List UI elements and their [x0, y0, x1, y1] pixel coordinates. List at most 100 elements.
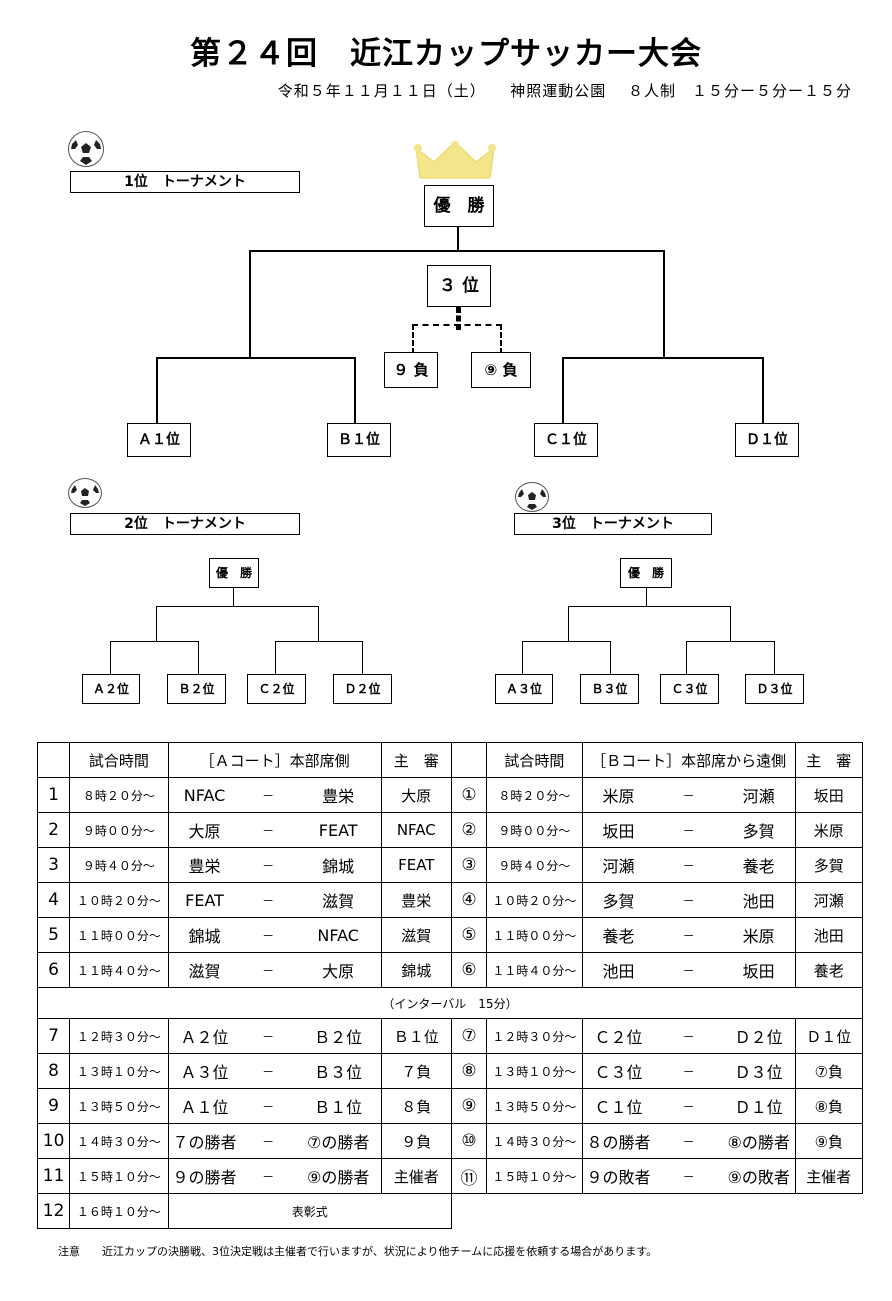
referee: FEAT — [380, 847, 452, 883]
match-time: ９時４０分～ — [486, 847, 583, 883]
versus-dash: － — [240, 1053, 296, 1089]
referee: 多賀 — [794, 847, 864, 883]
interval-label: （インターバル 15分） — [37, 987, 863, 1019]
page-title: 第２４回 近江カップサッカー大会 — [190, 36, 702, 72]
versus-dash: － — [654, 777, 723, 813]
versus-dash: － — [654, 1018, 723, 1054]
versus-dash: － — [240, 1158, 296, 1194]
event-info: 令和５年１１月１１日（土） 神照運動公園 ８人制 １５分ー５分ー１５分 — [277, 82, 852, 100]
match-time: ９時００分～ — [486, 812, 583, 848]
team-c3-box: Ｃ３位 — [660, 674, 719, 704]
referee: 養老 — [794, 952, 864, 988]
match-number: 3 — [36, 847, 71, 883]
team-d1-box: Ｄ１位 — [735, 423, 799, 457]
home-team: NFAC — [167, 777, 241, 813]
versus-dash: － — [240, 882, 296, 918]
away-team: Ｄ１位 — [722, 1088, 796, 1124]
b-time-header: 試合時間 — [486, 742, 583, 778]
match-time: ８時２０分～ — [486, 777, 583, 813]
a-time-header: 試合時間 — [69, 742, 169, 778]
referee: ⑦負 — [794, 1053, 864, 1089]
match-time: １３時１０分～ — [486, 1053, 583, 1089]
soccer-ball-icon — [68, 131, 104, 167]
team-d2-box: Ｄ２位 — [333, 674, 392, 704]
versus-dash: － — [654, 812, 723, 848]
versus-dash: － — [654, 1053, 723, 1089]
away-team: 多賀 — [722, 812, 796, 848]
team-a3-box: Ａ３位 — [495, 674, 553, 704]
referee: 坂田 — [794, 777, 864, 813]
home-team: 養老 — [581, 917, 655, 953]
match-number: 12 — [36, 1193, 71, 1229]
referee: 米原 — [794, 812, 864, 848]
home-team: ９の敗者 — [581, 1158, 655, 1194]
interval-row: （インターバル 15分） — [37, 987, 863, 1019]
referee: 錦城 — [380, 952, 452, 988]
versus-dash: － — [240, 1088, 296, 1124]
versus-dash: － — [240, 1018, 296, 1054]
versus-dash: － — [240, 1123, 296, 1159]
match-number: ③ — [450, 847, 488, 883]
match-time: ９時４０分～ — [69, 847, 169, 883]
winner-box: 優 勝 — [424, 185, 494, 227]
soccer-ball-icon — [515, 482, 549, 512]
away-team: Ｂ１位 — [295, 1088, 382, 1124]
match-time: １２時３０分～ — [69, 1018, 169, 1054]
referee: Ｄ１位 — [794, 1018, 864, 1054]
team-a1-box: Ａ１位 — [127, 423, 191, 457]
referee: 主催者 — [380, 1158, 452, 1194]
match-number: 1 — [36, 777, 71, 813]
team-a2-box: Ａ２位 — [82, 674, 140, 704]
match-number: ⑪ — [450, 1158, 488, 1194]
team-c1-box: Ｃ１位 — [534, 423, 598, 457]
away-team: FEAT — [295, 812, 382, 848]
match-time: １５時１０分～ — [69, 1158, 169, 1194]
schedule-table: 試合時間 ［Ａコート］本部席側 主 審 試合時間 ［Ｂコート］本部席から遠側 主… — [36, 742, 864, 1229]
team-b2-box: Ｂ２位 — [167, 674, 226, 704]
team-c2-box: Ｃ２位 — [247, 674, 306, 704]
tournament3-label: 3位 トーナメント — [514, 513, 712, 535]
versus-dash: － — [240, 952, 296, 988]
match-number: 11 — [36, 1158, 71, 1194]
winner-box: 優 勝 — [620, 558, 672, 588]
note-text: 注意 近江カップの決勝戦、3位決定戦は主催者で行いますが、状況により他チームに応… — [58, 1245, 658, 1258]
b-ref-header: 主 審 — [794, 742, 864, 778]
soccer-ball-icon — [68, 478, 102, 508]
match-time: １３時５０分～ — [69, 1088, 169, 1124]
home-team: Ａ３位 — [167, 1053, 241, 1089]
winner-box: 優 勝 — [209, 558, 259, 588]
home-team: Ａ１位 — [167, 1088, 241, 1124]
home-team: FEAT — [167, 882, 241, 918]
match-number: 2 — [36, 812, 71, 848]
home-team: ９の勝者 — [167, 1158, 241, 1194]
referee: 主催者 — [794, 1158, 864, 1194]
referee: ７負 — [380, 1053, 452, 1089]
match-time: １５時１０分～ — [486, 1158, 583, 1194]
match-number: 6 — [36, 952, 71, 988]
away-team: Ｂ３位 — [295, 1053, 382, 1089]
home-team: 河瀬 — [581, 847, 655, 883]
match-number: ⑩ — [450, 1123, 488, 1159]
awards-ceremony: 表彰式 — [167, 1193, 452, 1229]
versus-dash: － — [654, 917, 723, 953]
team-b3-box: Ｂ３位 — [580, 674, 639, 704]
match-time: １３時５０分～ — [486, 1088, 583, 1124]
referee: 河瀬 — [794, 882, 864, 918]
match-time: １２時３０分～ — [486, 1018, 583, 1054]
referee: NFAC — [380, 812, 452, 848]
referee: Ｂ１位 — [380, 1018, 452, 1054]
match-number: 5 — [36, 917, 71, 953]
versus-dash: － — [654, 1123, 723, 1159]
referee: 豊栄 — [380, 882, 452, 918]
versus-dash: － — [240, 777, 296, 813]
